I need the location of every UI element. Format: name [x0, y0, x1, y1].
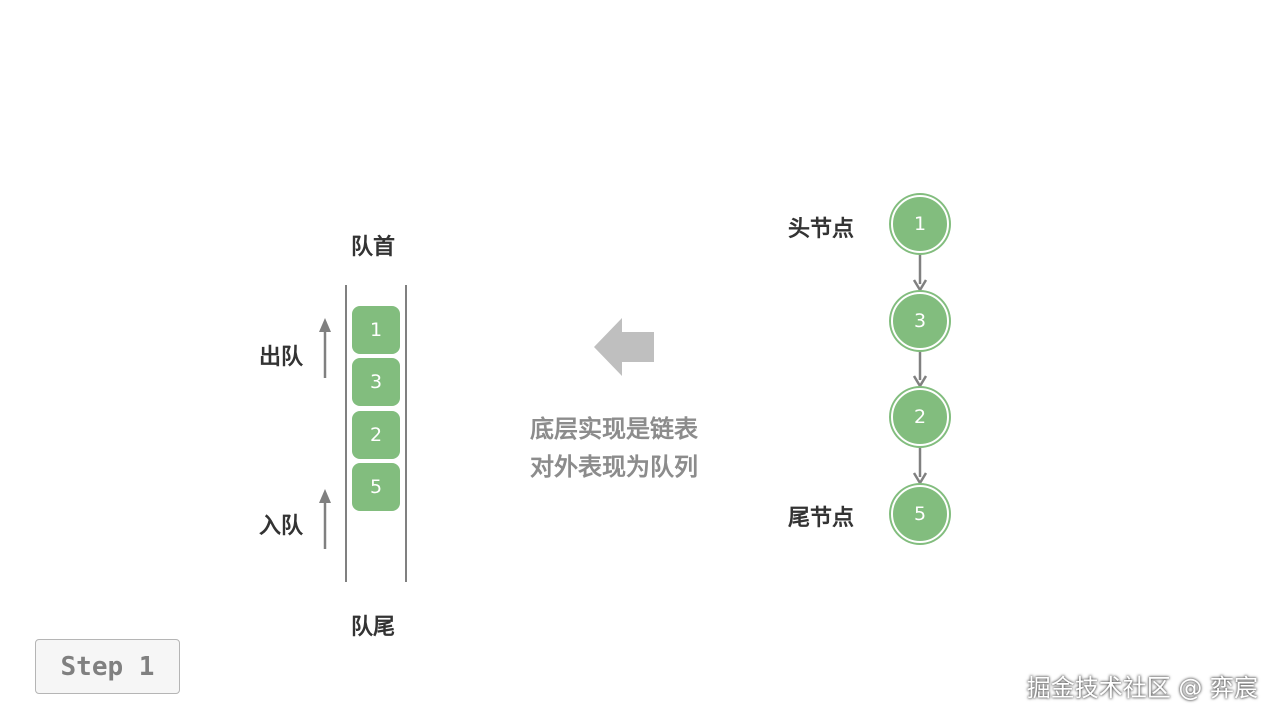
- list-node: 5: [891, 485, 949, 543]
- queue-front-label: 队首: [351, 235, 396, 260]
- list-node: 2: [891, 388, 949, 446]
- enqueue-up-arrow-icon: [319, 489, 331, 549]
- watermark: 掘金技术社区 @ 弈宸: [1026, 674, 1258, 702]
- queue-item: 3: [352, 358, 400, 406]
- queue-item: 2: [352, 411, 400, 459]
- center-description: 底层实现是链表 对外表现为队列: [530, 410, 730, 486]
- center-text-line-1: 底层实现是链表: [530, 415, 698, 443]
- left-arrow-icon: [594, 318, 654, 376]
- head-node-label: 头节点: [788, 217, 855, 242]
- queue-left-wall: [345, 285, 347, 582]
- center-text-line-2: 对外表现为队列: [530, 453, 698, 481]
- list-node: 3: [891, 292, 949, 350]
- queue-right-wall: [405, 285, 407, 582]
- queue-item: 1: [352, 306, 400, 354]
- queue-rear-label: 队尾: [351, 615, 396, 640]
- list-link-arrows: [912, 252, 928, 486]
- queue-item: 5: [352, 463, 400, 511]
- enqueue-label: 入队: [259, 514, 304, 539]
- dequeue-label: 出队: [259, 345, 304, 370]
- list-node: 1: [891, 195, 949, 253]
- dequeue-up-arrow-icon: [319, 318, 331, 378]
- step-button[interactable]: Step 1: [35, 639, 180, 694]
- tail-node-label: 尾节点: [788, 506, 855, 531]
